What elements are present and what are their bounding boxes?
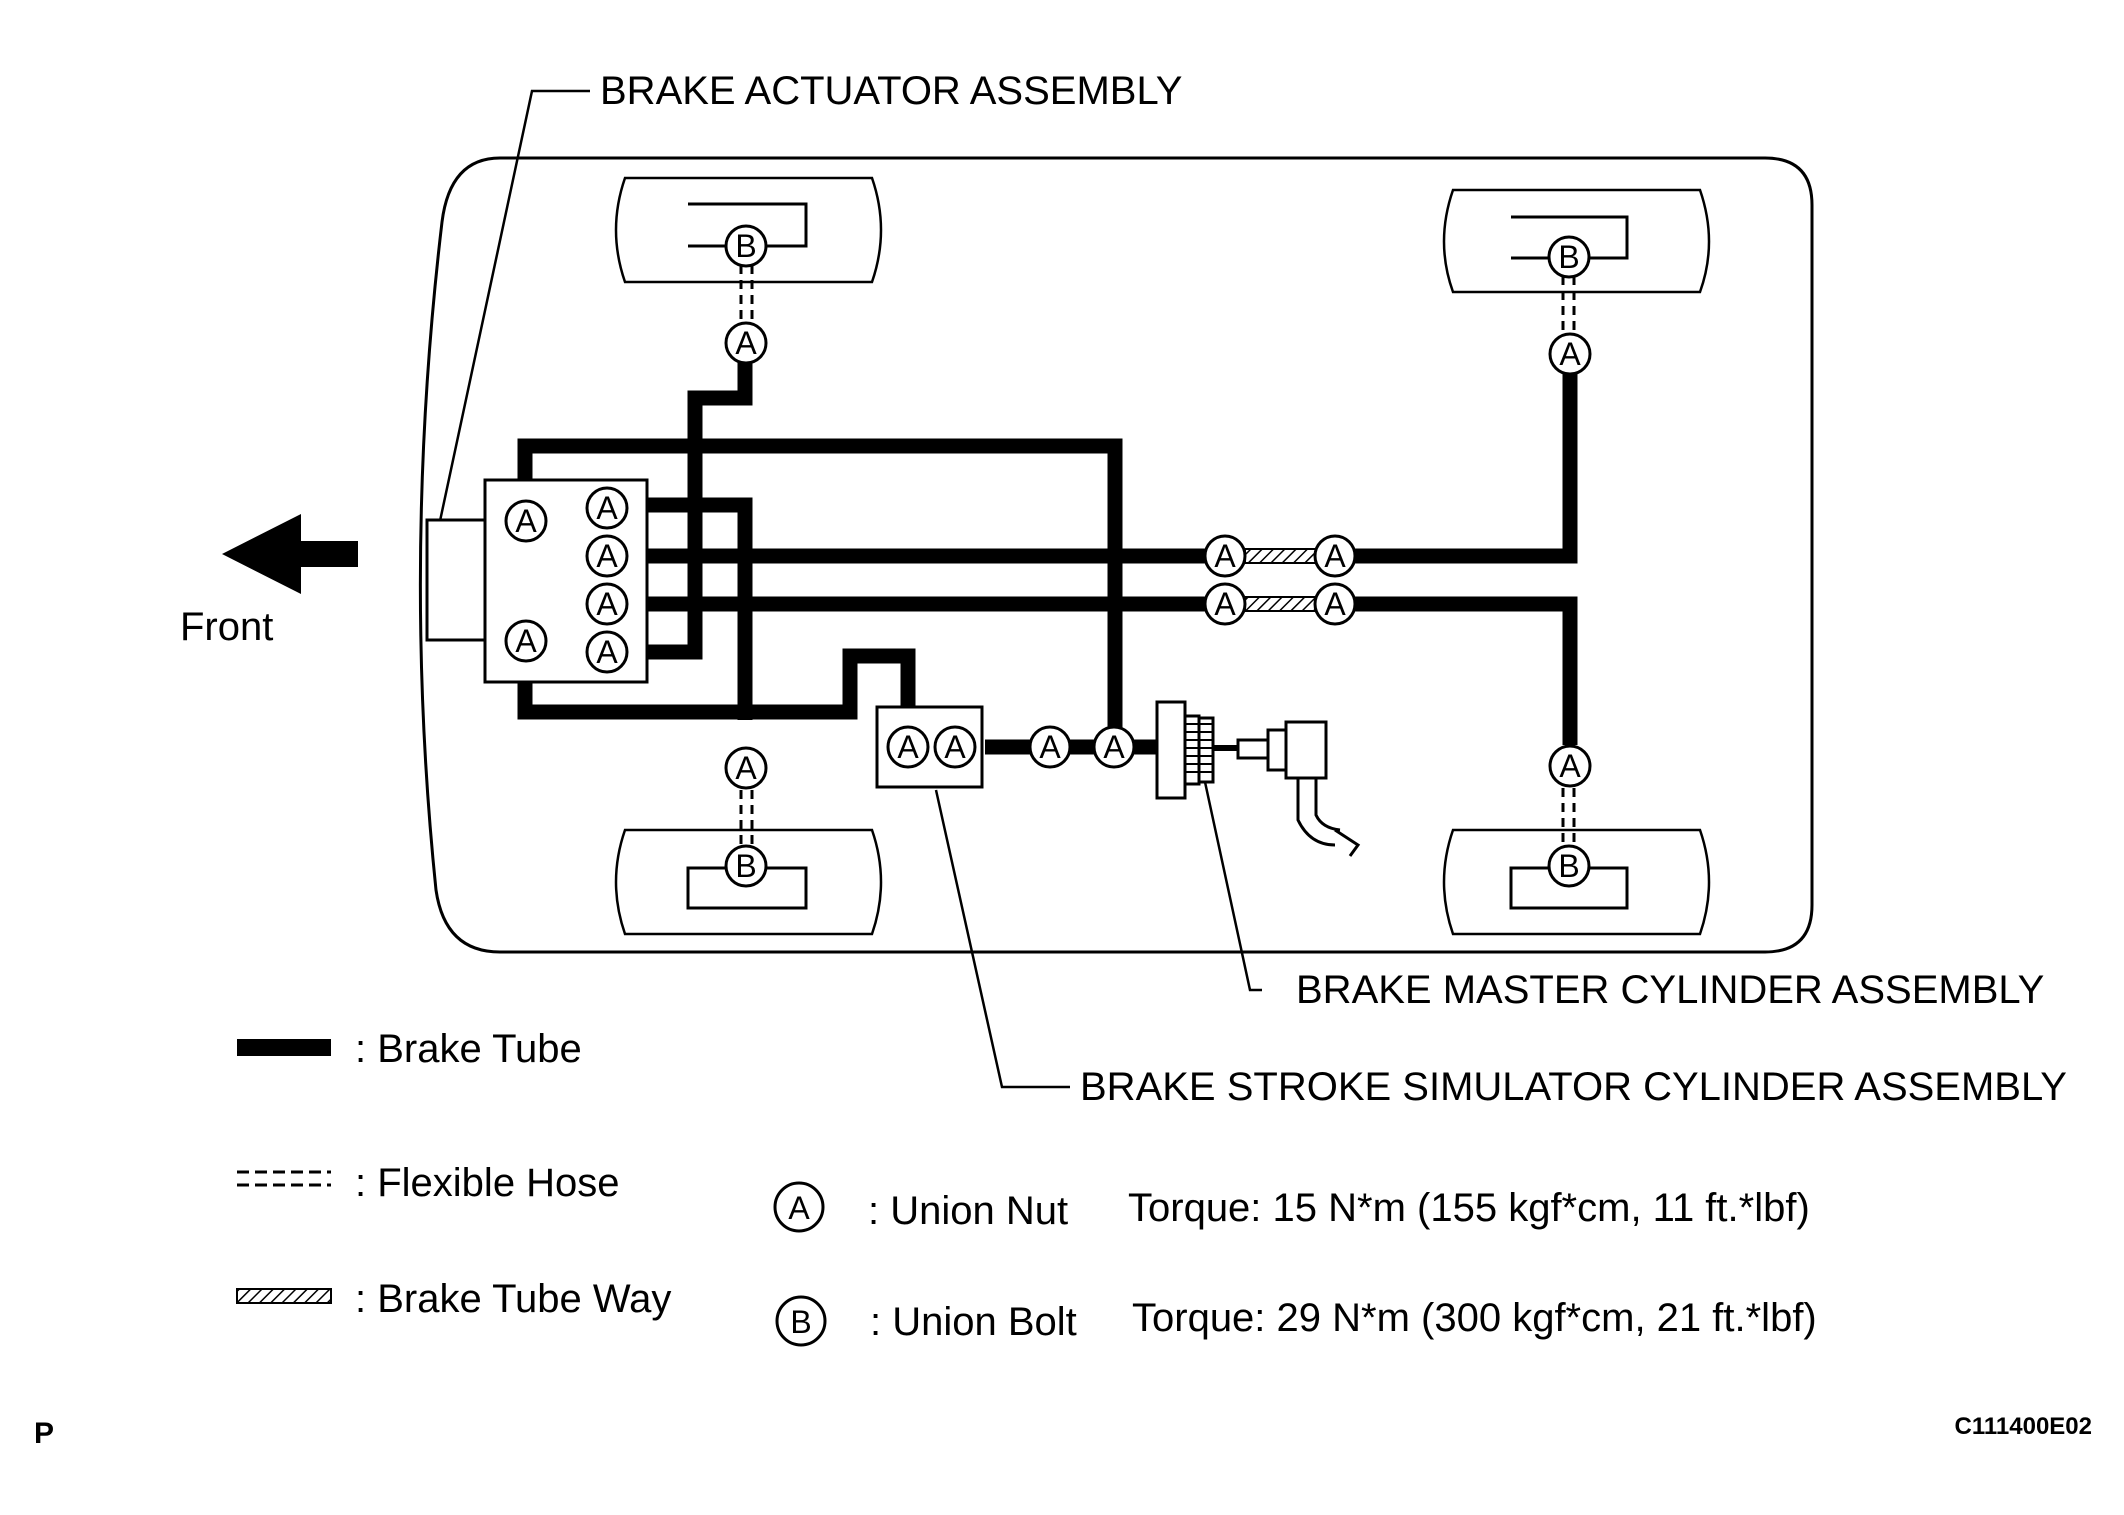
union-nut-icon: A bbox=[1203, 534, 1247, 578]
vehicle-body-outline bbox=[418, 156, 1814, 954]
brake-actuator-label: BRAKE ACTUATOR ASSEMBLY bbox=[600, 69, 1182, 113]
legend-union-nut-label: : Union Nut bbox=[868, 1189, 1068, 1233]
union-nut-icon: A bbox=[1028, 725, 1072, 769]
svg-text:A: A bbox=[596, 586, 618, 622]
brake-tube-rear-left bbox=[630, 372, 1578, 564]
union-nut-connectors: A A A A A A A A A A A A A A A A A A bbox=[504, 321, 1592, 790]
union-nut-icon: A bbox=[1548, 744, 1592, 788]
legend-brake-tube-way-label: : Brake Tube Way bbox=[355, 1277, 671, 1321]
svg-text:A: A bbox=[1559, 748, 1581, 784]
svg-text:A: A bbox=[1324, 586, 1346, 622]
figure-code: C111400E02 bbox=[1955, 1413, 2092, 1440]
legend-brake-tube-way-swatch bbox=[236, 1288, 332, 1304]
brake-stroke-simulator-label: BRAKE STROKE SIMULATOR CYLINDER ASSEMBLY bbox=[1080, 1065, 2067, 1109]
leader-brake-master bbox=[1203, 781, 1262, 992]
union-bolt-icon: B bbox=[1547, 844, 1591, 888]
svg-text:A: A bbox=[897, 729, 919, 765]
leader-brake-stroke-simulator bbox=[934, 789, 1070, 1089]
svg-text:B: B bbox=[1558, 848, 1579, 884]
union-bolt-connectors: B B B B bbox=[724, 224, 1591, 888]
svg-text:B: B bbox=[790, 1304, 811, 1340]
union-nut-icon: A bbox=[724, 321, 768, 365]
union-bolt-icon: B bbox=[724, 224, 768, 268]
svg-text:A: A bbox=[596, 634, 618, 670]
svg-text:B: B bbox=[1558, 239, 1579, 275]
union-nut-icon: A bbox=[724, 746, 768, 790]
svg-text:A: A bbox=[1324, 538, 1346, 574]
svg-text:A: A bbox=[735, 325, 757, 361]
brake-tube-way-lower bbox=[1244, 596, 1326, 612]
svg-text:A: A bbox=[596, 490, 618, 526]
svg-text:A: A bbox=[735, 750, 757, 786]
front-arrow-icon bbox=[222, 514, 358, 594]
svg-text:A: A bbox=[515, 503, 537, 539]
union-bolt-icon: B bbox=[1547, 235, 1591, 279]
brake-tube-front-left bbox=[630, 362, 753, 660]
legend-brake-tube-label: : Brake Tube bbox=[355, 1027, 582, 1071]
union-bolt-icon: B bbox=[724, 844, 768, 888]
svg-text:A: A bbox=[944, 729, 966, 765]
svg-text:A: A bbox=[788, 1190, 810, 1226]
legend-union-nut-icon: A bbox=[773, 1181, 825, 1233]
brake-tube-rear-right bbox=[630, 596, 1578, 745]
legend-union-bolt-label: : Union Bolt bbox=[870, 1300, 1077, 1344]
union-nut-icon: A bbox=[886, 725, 930, 769]
legend: : Brake Tube : Flexible Hose : Brake Tub… bbox=[236, 1027, 1817, 1347]
union-nut-icon: A bbox=[1092, 725, 1136, 769]
svg-text:A: A bbox=[1103, 729, 1125, 765]
svg-text:A: A bbox=[1214, 538, 1236, 574]
brake-tube-actuator-to-simulator bbox=[517, 635, 916, 725]
svg-text:A: A bbox=[596, 538, 618, 574]
union-nut-icon: A bbox=[1203, 582, 1247, 626]
flexible-hose-front-left bbox=[739, 265, 754, 322]
union-nut-icon: A bbox=[585, 582, 629, 626]
union-nut-icon: A bbox=[585, 630, 629, 674]
svg-text:A: A bbox=[515, 623, 537, 659]
page-mark: P bbox=[34, 1417, 54, 1450]
legend-union-bolt-torque: Torque: 29 N*m (300 kgf*cm, 21 ft.*lbf) bbox=[1132, 1296, 1817, 1340]
svg-text:B: B bbox=[735, 228, 756, 264]
leader-lines bbox=[438, 89, 1262, 1089]
front-label: Front bbox=[180, 605, 273, 649]
brake-tube-front-right bbox=[630, 497, 753, 720]
union-nut-icon: A bbox=[933, 725, 977, 769]
union-nut-icon: A bbox=[504, 499, 548, 543]
union-nut-icon: A bbox=[1548, 332, 1592, 376]
svg-text:A: A bbox=[1559, 336, 1581, 372]
legend-union-bolt-icon: B bbox=[775, 1295, 827, 1347]
flexible-hose-front-right bbox=[739, 790, 754, 845]
flexible-hose-rear-right bbox=[1561, 788, 1576, 845]
legend-flexible-hose-label: : Flexible Hose bbox=[355, 1161, 620, 1205]
svg-text:B: B bbox=[735, 848, 756, 884]
union-nut-icon: A bbox=[585, 534, 629, 578]
brake-tubes bbox=[517, 362, 1578, 755]
legend-union-nut-torque: Torque: 15 N*m (155 kgf*cm, 11 ft.*lbf) bbox=[1128, 1186, 1810, 1230]
union-nut-icon: A bbox=[1313, 582, 1357, 626]
flexible-hose-rear-left bbox=[1561, 276, 1576, 332]
svg-text:A: A bbox=[1214, 586, 1236, 622]
legend-flexible-hose-swatch bbox=[237, 1170, 331, 1187]
union-nut-icon: A bbox=[1313, 534, 1357, 578]
brake-tube-way-upper bbox=[1244, 548, 1326, 564]
legend-brake-tube-swatch bbox=[237, 1039, 331, 1056]
brake-master-label: BRAKE MASTER CYLINDER ASSEMBLY bbox=[1296, 968, 2044, 1012]
leader-brake-actuator bbox=[438, 89, 590, 522]
svg-text:A: A bbox=[1039, 729, 1061, 765]
union-nut-icon: A bbox=[504, 619, 548, 663]
brake-master-cylinder bbox=[1155, 700, 1361, 857]
union-nut-icon: A bbox=[585, 486, 629, 530]
